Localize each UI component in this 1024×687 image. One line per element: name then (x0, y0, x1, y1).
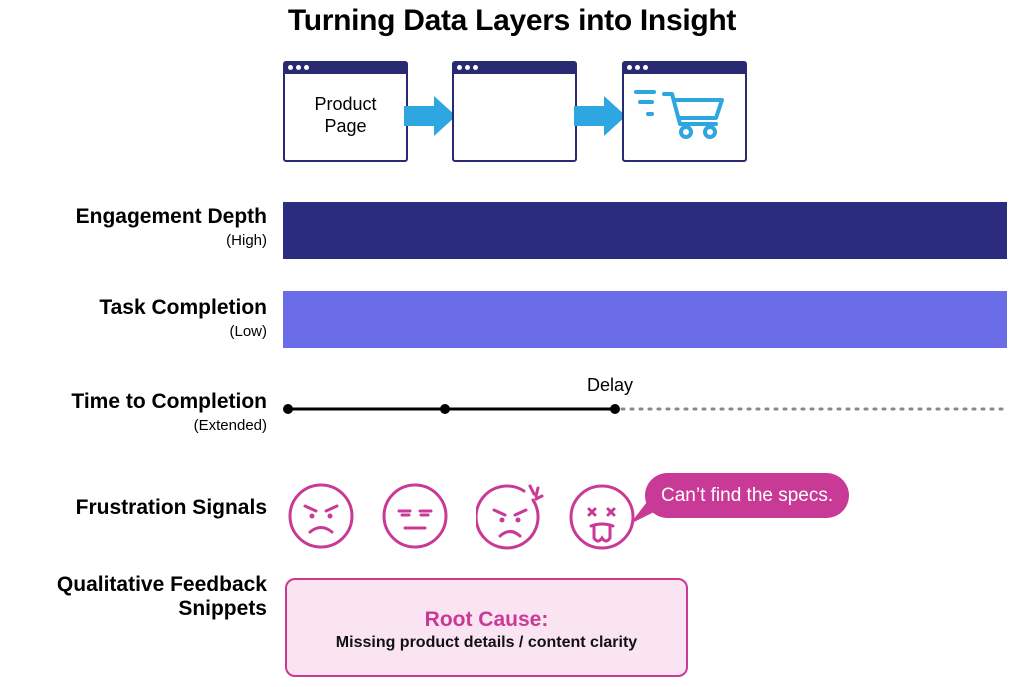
frustrated-face-icon (476, 484, 544, 550)
root-cause-box: Root Cause: Missing product details / co… (285, 578, 688, 677)
time-to-completion-timeline: Delay (283, 375, 1008, 414)
root-cause-title: Root Cause: (424, 608, 549, 631)
cart-page-window (622, 61, 747, 162)
timeline-delay-point (610, 404, 620, 414)
time-to-completion-label: Time to Completion (Extended) (71, 390, 267, 434)
frustration-speech-bubble: Can’t find the specs. (645, 473, 850, 518)
task-completion-bar (283, 291, 1007, 348)
timeline-start-point (283, 404, 293, 414)
root-cause-text: Missing product details / content clarit… (335, 634, 638, 651)
shopping-cart-icon (634, 90, 724, 139)
window-title-bar (624, 63, 745, 74)
qualitative-feedback-label: Qualitative Feedback Snippets (56, 573, 267, 620)
expressionless-face-icon (382, 483, 448, 549)
engagement-depth-bar (283, 202, 1007, 259)
window-title-bar (454, 63, 575, 74)
frustration-signals-label: Frustration Signals (75, 496, 267, 519)
window-title-bar (285, 63, 406, 74)
intermediate-page-window (452, 61, 577, 162)
dizzy-sick-face-icon (569, 484, 635, 550)
product-page-window: Product Page (283, 61, 408, 162)
engagement-depth-label: Engagement Depth (High) (75, 205, 267, 249)
diagram-title: Turning Data Layers into Insight (287, 4, 737, 37)
timeline-mid-point (440, 404, 450, 414)
right-arrow-icon (404, 96, 456, 136)
delay-label: Delay (587, 375, 633, 395)
right-arrow-icon (574, 96, 626, 136)
task-completion-label: Task Completion (Low) (99, 296, 267, 340)
product-page-label: Product Page (314, 94, 377, 136)
angry-face-icon (288, 483, 354, 549)
